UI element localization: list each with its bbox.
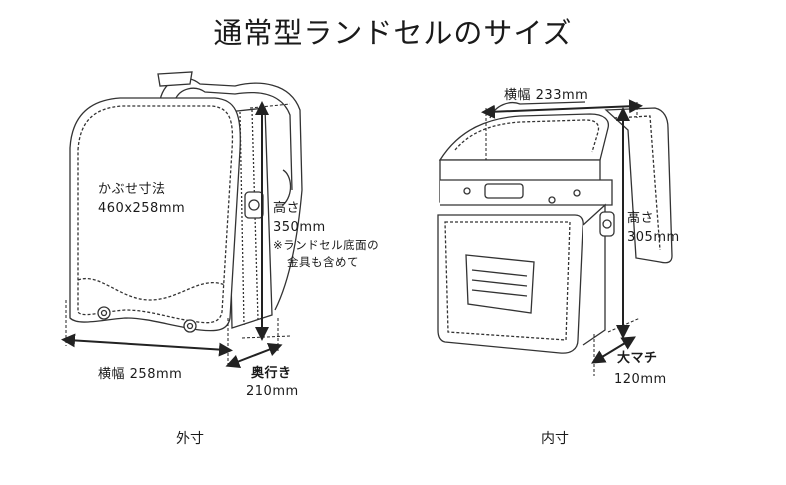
inner-width-label: 横幅 [504, 88, 532, 103]
outer-height-value: 350mm [273, 220, 326, 235]
outer-depth-dimension [225, 318, 283, 369]
outer-depth-label: 奥行き [251, 366, 292, 381]
inner-depth-dimension [591, 334, 636, 376]
outer-flap-label: かぶせ寸法 [98, 182, 166, 197]
outer-depth-value: 210mm [246, 384, 299, 399]
outer-height-note-2: 金具も含めて [287, 255, 359, 269]
outer-height-note-1: ※ランドセル底面の [273, 238, 380, 252]
outer-height-label: 高さ [273, 201, 301, 216]
outer-width-label: 横幅 [98, 367, 126, 382]
inner-height-label: 高さ [627, 211, 655, 226]
outer-flap-value: 460x258mm [98, 201, 186, 216]
page-title: 通常型ランドセルのサイズ [213, 16, 573, 50]
inner-width-text: 横幅 233mm [504, 87, 588, 104]
inner-height-dimension [607, 107, 641, 339]
inner-width-value: 233mm [535, 88, 589, 103]
inner-depth-value: 120mm [614, 372, 667, 387]
inner-backpack-illustration [437, 101, 673, 354]
outer-width-value: 258mm [129, 367, 183, 382]
inner-caption: 内寸 [541, 431, 569, 447]
outer-caption: 外寸 [176, 431, 204, 447]
inner-depth-label: 大マチ [617, 351, 658, 366]
inner-height-value: 305mm [627, 230, 680, 245]
outer-width-text: 横幅 258mm [98, 366, 182, 383]
inner-width-dimension [481, 99, 643, 160]
outer-height-dimension [241, 101, 291, 341]
